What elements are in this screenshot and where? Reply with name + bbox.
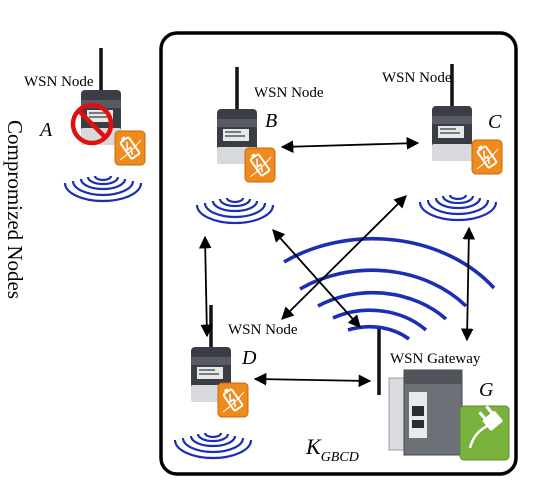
- node-b-letter: B: [265, 110, 277, 132]
- node-c-caption: WSN Node: [382, 70, 452, 86]
- battery-charge-icon: [471, 139, 503, 175]
- battery-charge-icon: [114, 130, 146, 166]
- gateway-caption: WSN Gateway: [390, 351, 481, 367]
- svg-text:KGBCD: KGBCD: [305, 434, 359, 465]
- wireless-signal-icon: [195, 196, 275, 225]
- link-d-g: [253, 372, 372, 388]
- gateway-wireless-signal-icon: [283, 236, 496, 341]
- gateway-letter: G: [479, 379, 494, 401]
- node-d-letter: D: [241, 347, 257, 369]
- node-c-letter: C: [488, 111, 502, 133]
- node-a: WSN Node A: [24, 46, 146, 203]
- node-c: WSN Node C: [382, 62, 503, 222]
- wireless-signal-icon: [173, 431, 253, 460]
- node-a-letter: A: [38, 119, 53, 141]
- node-b-caption: WSN Node: [254, 85, 324, 101]
- gateway-g: WSN Gateway G: [377, 327, 510, 461]
- node-d: WSN Node D: [173, 303, 298, 460]
- key-subscript: GBCD: [321, 450, 359, 465]
- link-c-d: [281, 195, 407, 320]
- wireless-signal-icon: [63, 174, 143, 203]
- node-a-caption: WSN Node: [24, 74, 94, 90]
- link-b-c: [280, 137, 420, 153]
- prohibited-icon: [70, 102, 114, 146]
- link-arrows: [198, 137, 476, 388]
- wireless-signal-icon: [418, 193, 498, 222]
- gateway-device-icon: [377, 327, 463, 456]
- link-c-g: [460, 226, 476, 342]
- node-b: WSN Node B: [195, 65, 324, 225]
- link-b-g: [272, 229, 361, 328]
- side-label: Compromized Nodes: [3, 120, 27, 299]
- battery-charge-icon: [217, 382, 249, 418]
- group-key-label: KGBCD: [305, 434, 359, 465]
- power-plug-icon: [459, 405, 510, 461]
- network-boundary: [159, 31, 518, 476]
- link-b-d: [198, 235, 214, 338]
- battery-charge-icon: [244, 147, 276, 183]
- node-d-caption: WSN Node: [228, 322, 298, 338]
- key-main: K: [305, 434, 322, 459]
